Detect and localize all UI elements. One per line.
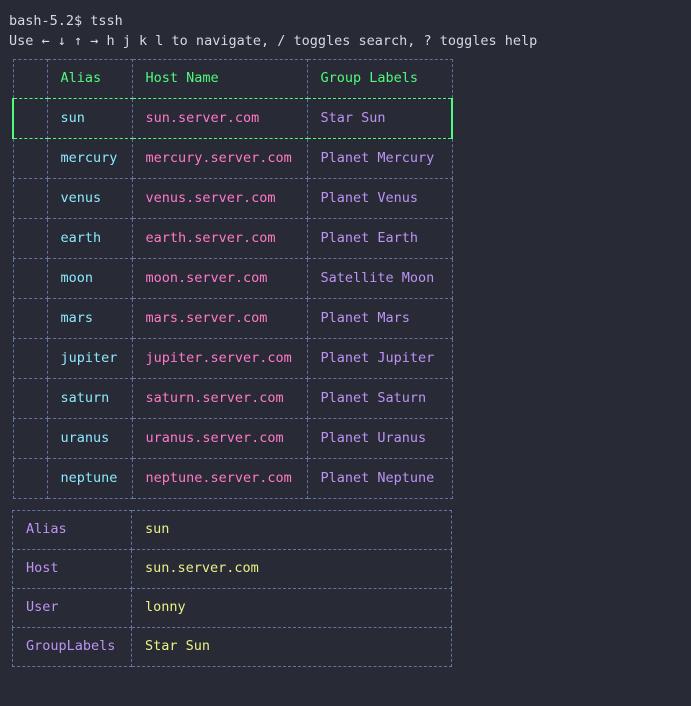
detail-key: Alias bbox=[12, 510, 132, 550]
row-alias[interactable]: earth bbox=[46, 218, 133, 259]
row-group-labels[interactable]: Planet Venus bbox=[306, 178, 453, 219]
detail-key: User bbox=[12, 588, 132, 628]
navigation-help-line: Use ← ↓ ↑ → h j k l to navigate, / toggl… bbox=[9, 33, 538, 49]
row-alias[interactable]: saturn bbox=[46, 378, 133, 419]
row-alias[interactable]: neptune bbox=[46, 458, 133, 499]
detail-key: GroupLabels bbox=[12, 627, 132, 667]
column-header-alias[interactable]: Alias bbox=[46, 59, 133, 99]
row-group-labels[interactable]: Planet Mercury bbox=[306, 138, 453, 179]
row-marker-cell bbox=[12, 178, 48, 219]
row-host-name[interactable]: venus.server.com bbox=[131, 178, 308, 219]
host-table-header: Alias Host Name Group Labels bbox=[12, 59, 453, 99]
row-host-name[interactable]: mercury.server.com bbox=[131, 138, 308, 179]
row-host-name[interactable]: moon.server.com bbox=[131, 258, 308, 299]
row-marker-cell bbox=[12, 338, 48, 379]
row-host-name[interactable]: earth.server.com bbox=[131, 218, 308, 259]
row-alias[interactable]: jupiter bbox=[46, 338, 133, 379]
detail-value: sun.server.com bbox=[131, 549, 452, 589]
row-group-labels[interactable]: Planet Mars bbox=[306, 298, 453, 339]
row-marker-cell bbox=[12, 458, 48, 499]
row-host-name[interactable]: neptune.server.com bbox=[131, 458, 308, 499]
row-group-labels[interactable]: Planet Earth bbox=[306, 218, 453, 259]
row-group-labels[interactable]: Planet Neptune bbox=[306, 458, 453, 499]
row-marker-cell bbox=[12, 378, 48, 419]
row-alias[interactable]: uranus bbox=[46, 418, 133, 459]
detail-value: lonny bbox=[131, 588, 452, 628]
row-alias[interactable]: sun bbox=[46, 98, 133, 139]
column-header-group-labels[interactable]: Group Labels bbox=[306, 59, 453, 99]
row-host-name[interactable]: sun.server.com bbox=[131, 98, 308, 139]
row-group-labels[interactable]: Planet Uranus bbox=[306, 418, 453, 459]
host-table-header-row: Alias Host Name Group Labels bbox=[12, 59, 453, 99]
row-host-name[interactable]: mars.server.com bbox=[131, 298, 308, 339]
row-group-labels[interactable]: Planet Saturn bbox=[306, 378, 453, 419]
row-alias[interactable]: mercury bbox=[46, 138, 133, 179]
detail-key: Host bbox=[12, 549, 132, 589]
detail-value: Star Sun bbox=[131, 627, 452, 667]
row-group-labels[interactable]: Star Sun bbox=[306, 98, 453, 139]
row-marker-cell bbox=[12, 138, 48, 179]
row-alias[interactable]: mars bbox=[46, 298, 133, 339]
row-group-labels[interactable]: Satellite Moon bbox=[306, 258, 453, 299]
row-marker-cell bbox=[12, 258, 48, 299]
row-host-name[interactable]: jupiter.server.com bbox=[131, 338, 308, 379]
shell-prompt-line: bash-5.2$ tssh bbox=[9, 13, 123, 29]
terminal-header: bash-5.2$ tssh Use ← ↓ ↑ → h j k l to na… bbox=[0, 0, 691, 51]
row-marker-cell bbox=[12, 418, 48, 459]
row-alias[interactable]: venus bbox=[46, 178, 133, 219]
row-alias[interactable]: moon bbox=[46, 258, 133, 299]
row-marker-cell bbox=[12, 298, 48, 339]
row-marker-cell bbox=[12, 218, 48, 259]
detail-value: sun bbox=[131, 510, 452, 550]
row-group-labels[interactable]: Planet Jupiter bbox=[306, 338, 453, 379]
row-selection-indicator bbox=[12, 98, 48, 139]
column-header-marker bbox=[12, 59, 48, 99]
column-header-host-name[interactable]: Host Name bbox=[131, 59, 308, 99]
row-host-name[interactable]: uranus.server.com bbox=[131, 418, 308, 459]
row-host-name[interactable]: saturn.server.com bbox=[131, 378, 308, 419]
